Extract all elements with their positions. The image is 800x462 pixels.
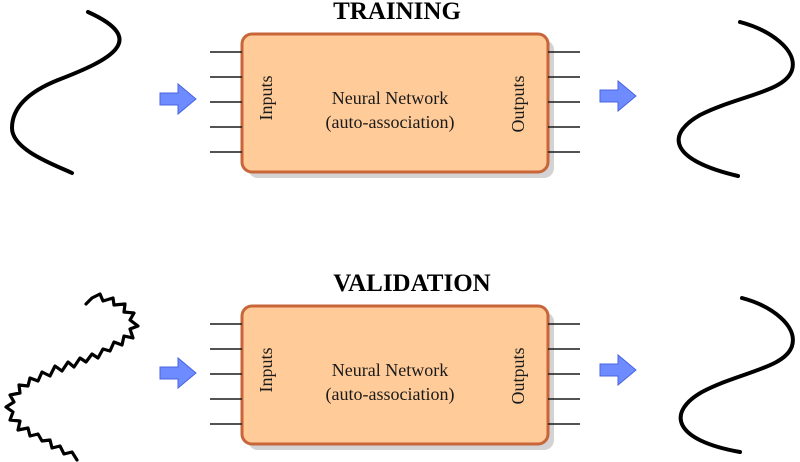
input-sine-wave-icon bbox=[10, 10, 122, 175]
validation-stage: VALIDATION Inputs Out bbox=[4, 270, 795, 462]
stage-title-training: TRAINING bbox=[333, 0, 461, 25]
neural-network-box: Inputs Outputs Neural Network (auto-asso… bbox=[210, 32, 580, 178]
right-arrow-icon bbox=[599, 79, 637, 113]
network-label-line1: Neural Network bbox=[332, 360, 448, 380]
network-label-line2: (auto-association) bbox=[326, 112, 455, 133]
output-sine-wave-icon bbox=[678, 296, 795, 454]
right-arrow-icon bbox=[159, 356, 197, 390]
training-stage: TRAINING Inpu bbox=[10, 0, 795, 178]
input-pins bbox=[210, 51, 242, 153]
outputs-label: Outputs bbox=[508, 347, 528, 404]
neural-network-box: Inputs Outputs Neural Network (auto-asso… bbox=[210, 304, 580, 450]
output-sine-wave-icon bbox=[676, 20, 795, 178]
input-noisy-wave-icon bbox=[4, 292, 140, 462]
right-arrow-icon bbox=[159, 82, 197, 116]
output-pins bbox=[548, 51, 580, 153]
outputs-label: Outputs bbox=[508, 75, 528, 132]
network-label-line2: (auto-association) bbox=[326, 384, 455, 405]
output-pins bbox=[548, 323, 580, 425]
right-arrow-icon bbox=[599, 353, 637, 387]
inputs-label: Inputs bbox=[256, 348, 276, 393]
stage-title-validation: VALIDATION bbox=[333, 270, 490, 297]
inputs-label: Inputs bbox=[256, 76, 276, 121]
input-pins bbox=[210, 323, 242, 425]
network-label-line1: Neural Network bbox=[332, 88, 448, 108]
